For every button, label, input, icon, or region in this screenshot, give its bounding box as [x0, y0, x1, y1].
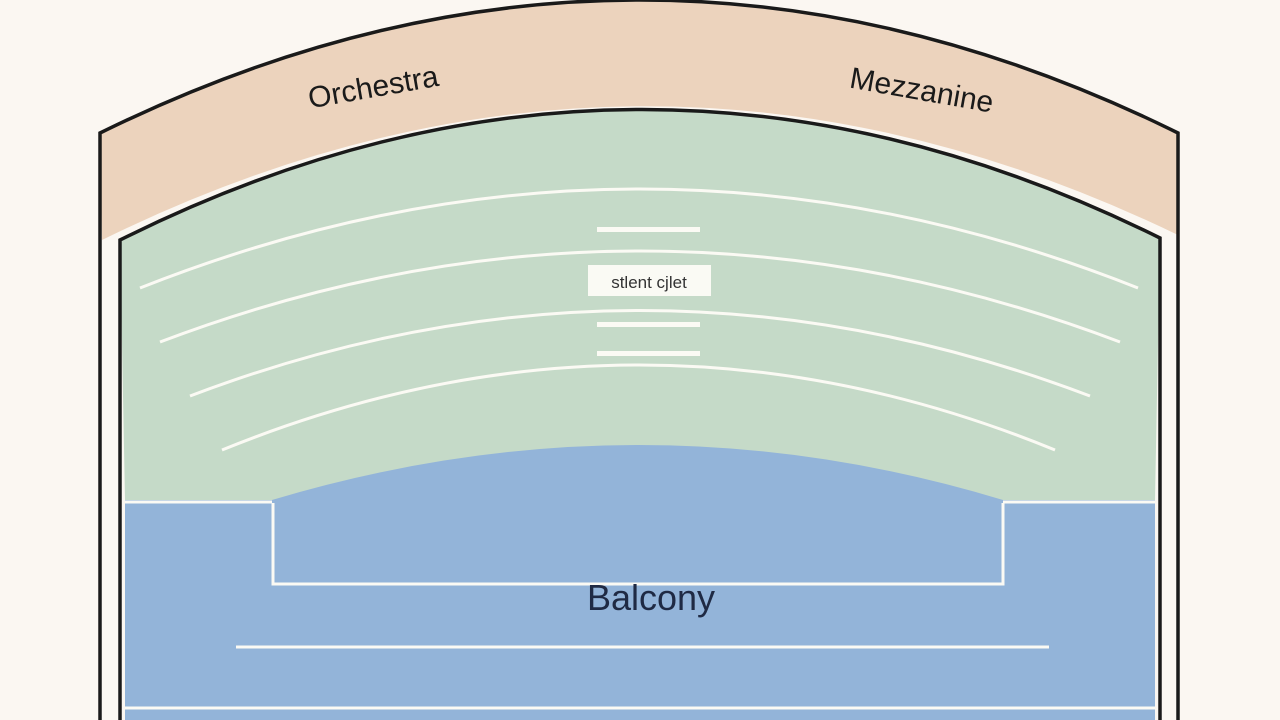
- outer-outline: [98, 0, 1180, 720]
- middle-row-lines: [139, 187, 1139, 452]
- center-markers: [597, 227, 700, 356]
- middle-section: [120, 109, 1160, 500]
- center-marker-bottom: [597, 351, 700, 356]
- row-line-1: [139, 187, 1139, 290]
- balcony-label: Balcony: [587, 577, 715, 618]
- row-line-3: [189, 309, 1091, 398]
- balcony-inner-outline: [271, 503, 1005, 586]
- center-marker-middle: [597, 322, 700, 327]
- row-line-2: [159, 249, 1121, 344]
- upper-band: [100, 0, 1178, 240]
- center-label-box: [588, 265, 711, 296]
- center-label: stlent cjlet: [611, 273, 687, 292]
- center-marker-top: [597, 227, 700, 232]
- inner-outline: [118, 107, 1162, 720]
- row-line-4: [221, 363, 1056, 452]
